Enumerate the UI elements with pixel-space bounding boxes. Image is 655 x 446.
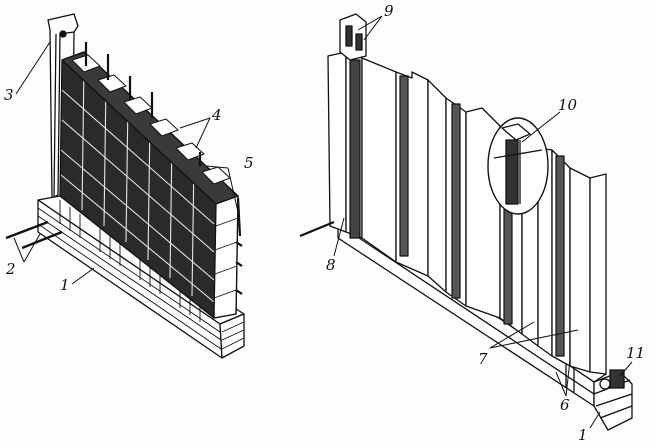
right-leader-lines bbox=[333, 15, 633, 429]
right-wall-illustration bbox=[299, 13, 633, 431]
callout-labels: 3 4 5 2 1 9 10 8 7 11 6 1 bbox=[4, 2, 645, 444]
reinforcement-rods bbox=[84, 42, 243, 295]
detail-circle bbox=[487, 117, 549, 215]
left-leader-lines bbox=[13, 41, 239, 285]
callout-1: 1 bbox=[60, 276, 70, 294]
anchor-bar-right bbox=[299, 220, 335, 238]
block-wall bbox=[59, 51, 239, 319]
top-blocks bbox=[71, 54, 231, 185]
left-wall-illustration bbox=[5, 13, 245, 359]
callout-1b: 1 bbox=[578, 426, 588, 444]
pilaster-posts bbox=[349, 59, 565, 357]
top-post bbox=[339, 13, 367, 61]
callout-10: 10 bbox=[558, 96, 578, 114]
anchor-bars bbox=[5, 220, 63, 250]
callout-3: 3 bbox=[4, 86, 14, 104]
callout-2: 2 bbox=[5, 260, 16, 278]
callout-6: 6 bbox=[560, 396, 570, 414]
block-grid bbox=[60, 65, 215, 303]
callout-4: 4 bbox=[211, 106, 222, 124]
callout-5: 5 bbox=[244, 154, 254, 172]
end-post-footing bbox=[593, 369, 633, 431]
callout-11: 11 bbox=[626, 344, 645, 362]
end-face-lines bbox=[213, 217, 239, 299]
foundation-brick-lines bbox=[37, 200, 245, 350]
callout-7: 7 bbox=[478, 350, 488, 368]
callout-8: 8 bbox=[326, 256, 336, 274]
callout-9: 9 bbox=[384, 2, 394, 20]
